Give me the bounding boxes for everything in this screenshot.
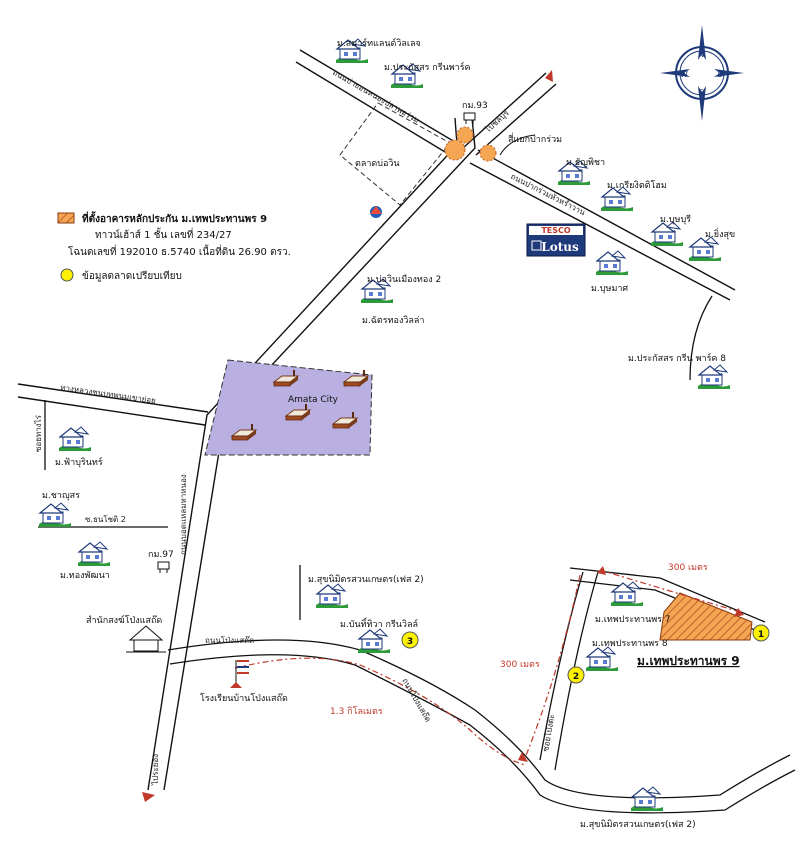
west-road xyxy=(17,383,209,426)
legend-line3: โฉนดเลขที่ 192010 ธ.5740 เนื้อที่ดิน 26.… xyxy=(68,244,291,258)
place-office: สำนักสงฆ์โป่งแสถ๊ด xyxy=(86,614,162,626)
place-bussayamas: ม.บุษมาศ xyxy=(591,284,628,294)
marker-1-label: 1 xyxy=(758,630,764,640)
compass-icon: N S W E xyxy=(660,25,744,121)
lotus-text: Lotus xyxy=(541,240,579,254)
house-icon xyxy=(315,583,349,609)
house-icon xyxy=(650,221,684,247)
road-west-label: ทางหลวงชนบทพนมเขาย่อย xyxy=(60,383,157,405)
km93-post-icon xyxy=(463,112,476,124)
amata-city-area xyxy=(204,359,373,456)
to-chonburi-arrow xyxy=(545,70,553,82)
pakruam-road xyxy=(469,149,736,301)
road-west-side-label: ซอยทางไร่ xyxy=(34,414,43,452)
place-chatthong: ม.ฉัตรทองวิลล่า xyxy=(362,315,424,326)
house-icon xyxy=(585,646,619,672)
marker-2[interactable]: 2 xyxy=(567,666,585,684)
dist-arrow-1 xyxy=(597,566,606,575)
place-school: โรงเรียนบ้านโป่งแสถ๊ด xyxy=(200,693,288,704)
upper-road xyxy=(295,49,461,159)
place-intersection: สี่แยกปากร่วม xyxy=(508,132,562,145)
house-icon xyxy=(38,502,72,528)
legend-property-swatch xyxy=(57,212,75,224)
place-chayanusorn: ม.ชาญุสร xyxy=(42,491,80,501)
dist-arrow-3 xyxy=(518,752,528,762)
distance-label-2: 300 เมตร xyxy=(500,660,540,670)
place-thepprathan-8: ม.เทพประทานพร 8 xyxy=(592,639,668,649)
place-km93: กม.93 xyxy=(462,101,488,111)
house-icon xyxy=(697,364,731,390)
place-banthit: ม.บันทิ์ทิวา กรีนวิลล์ xyxy=(340,617,418,630)
place-fah-burin: ม.ฟ้าบุรินทร์ xyxy=(55,456,103,468)
place-suksomboon-top: ม.สุขนิมิตรสวนเกษตร(เฟส 2) xyxy=(308,574,424,585)
legend-market-marker xyxy=(60,268,74,282)
place-keerati: ม.เกรียงิตติโฮม xyxy=(607,180,667,191)
intersection-circle-left xyxy=(444,139,466,161)
place-bowin-muangthong: ม.บ่อวินเมืองทอง 2 xyxy=(367,274,441,285)
marker-1[interactable]: 1 xyxy=(752,624,770,642)
place-smart-land: ม.สมาร์ทแลนด์วิลเลจ xyxy=(337,37,421,49)
compass-s: S xyxy=(698,88,703,97)
legend-line1: ที่ตั้งอาคารหลักประกัน ม.เทพประทานพร 9 xyxy=(82,211,267,225)
place-thongpattana: ม.ทองพัฒนา xyxy=(60,571,110,581)
road-soi-label: ซ.ธนโชติ 2 xyxy=(85,514,126,524)
house-icon xyxy=(630,786,664,812)
place-yingsuk: ม.ยิ่งสุข xyxy=(705,227,735,240)
place-km97: กม.97 xyxy=(148,550,174,560)
place-prakassorn-8: ม.ประกัสสร กรีน พาร์ค 8 xyxy=(628,352,726,364)
right-branch-road xyxy=(689,295,713,381)
place-thepprathan-7: ม.เทพประทานพร 7 xyxy=(595,615,671,625)
road-to-chonburi xyxy=(462,72,557,156)
bo-win-market-area xyxy=(339,102,451,206)
to-rayong-arrow xyxy=(142,792,155,802)
road-main-vertical-label: ถนนบอดแหลมหาหนอง xyxy=(179,474,188,555)
school-flag-icon xyxy=(230,660,250,688)
marker-2-label: 2 xyxy=(573,672,579,682)
house-icon xyxy=(77,541,111,567)
intersection-pointer xyxy=(499,134,536,156)
temple-icon xyxy=(126,625,166,653)
place-prakassorn-green: ม.ประกัสสร กรีนพาร์ค xyxy=(384,61,471,73)
compass-e: E xyxy=(717,70,722,79)
compass-w: W xyxy=(680,70,688,79)
house-icon xyxy=(58,426,92,452)
compass-n: N xyxy=(698,50,704,59)
target-title: ม.เทพประทานพร 9 xyxy=(637,654,740,668)
road-pongsathit-label: ถนนโป่งแสถ๊ด xyxy=(205,635,254,645)
intersection-circle-top xyxy=(456,126,474,144)
km97-post-icon xyxy=(157,561,170,573)
legend-line4: ข้อมูลตลาดเปรียบเทียบ xyxy=(82,270,182,282)
place-suksomboon-bottom: ม.สุขนิมิตรสวนเกษตร(เฟส 2) xyxy=(580,819,696,830)
house-icon xyxy=(688,236,722,262)
place-amata-city: Amata City xyxy=(288,395,339,405)
legend: ที่ตั้งอาคารหลักประกัน ม.เทพประทานพร 9 ท… xyxy=(57,211,291,282)
distance-label-3: 1.3 กิโลเมตร xyxy=(330,706,383,717)
distance-lines xyxy=(234,569,741,766)
road-soi-pongta-label: ซอยโป่งต๊ะ xyxy=(540,713,556,752)
place-bo-win-market: ตลาดบ่อวิน xyxy=(355,158,400,169)
place-bussaba: ม.บุษบุรี xyxy=(660,214,691,225)
main-highway xyxy=(147,117,476,791)
gas-station-icon xyxy=(370,206,382,218)
intersection-circle-right xyxy=(479,144,497,162)
marker-3[interactable]: 3 xyxy=(401,631,419,649)
house-icon xyxy=(357,628,391,654)
tesco-lotus-logo: TESCO Lotus xyxy=(526,223,586,257)
house-icon xyxy=(595,250,629,276)
tesco-text: TESCO xyxy=(541,226,571,235)
distance-label-1: 300 เมตร xyxy=(668,563,708,573)
place-thanyapirom: ม.ธัญพิชา xyxy=(566,157,605,168)
marker-3-label: 3 xyxy=(407,637,413,647)
road-to-chonburi-label: ไปชลบุรี xyxy=(483,108,512,135)
soi-pongta xyxy=(539,571,599,771)
dist-arrow-2 xyxy=(734,608,744,617)
road-to-rayong-label: ไประยอง xyxy=(151,754,160,786)
legend-line2: ทาวน์เฮ้าส์ 1 ชั้น เลขที่ 234/27 xyxy=(95,227,232,241)
pongsathit-road xyxy=(167,639,796,814)
target-property[interactable] xyxy=(659,592,753,641)
